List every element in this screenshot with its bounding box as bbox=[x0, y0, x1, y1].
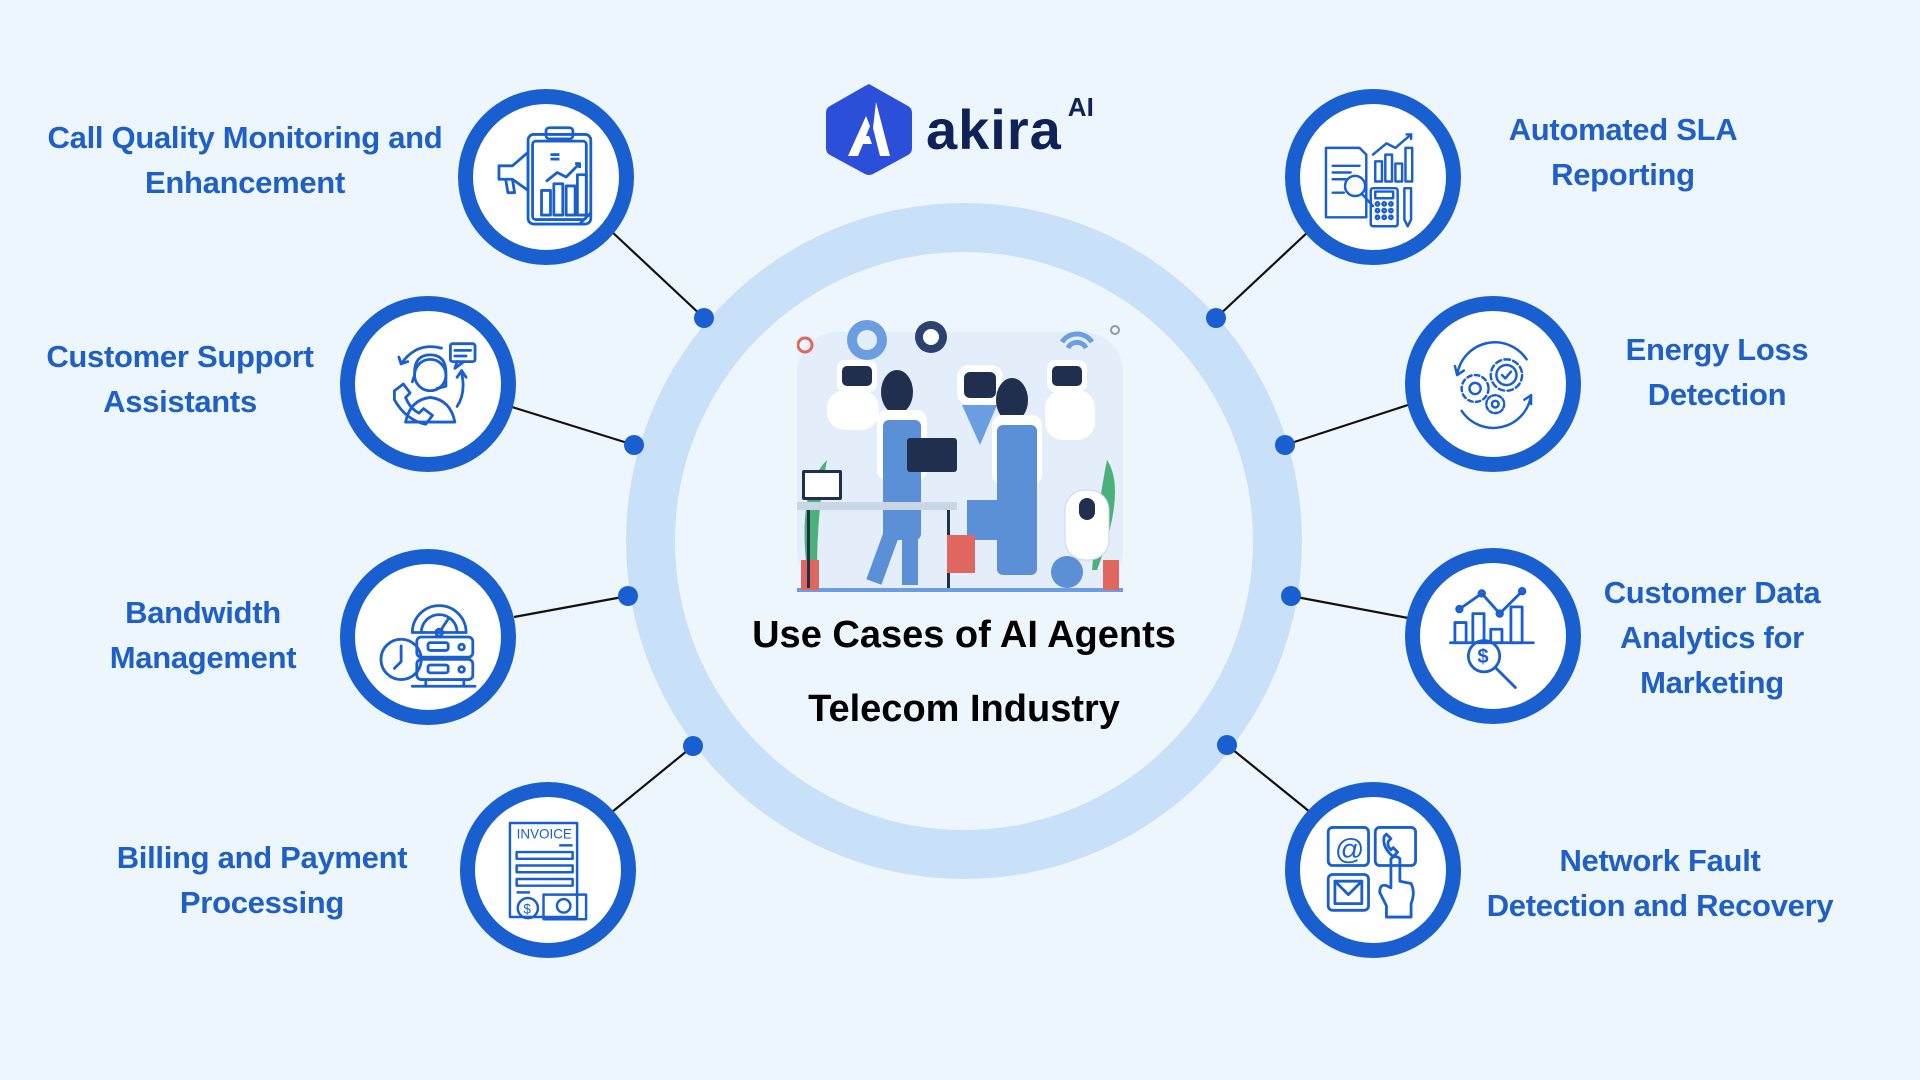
label-line: Billing and Payment bbox=[116, 840, 408, 875]
use-case-label-energy-loss: Energy Loss Detection bbox=[1626, 327, 1809, 417]
label-line: Energy Loss bbox=[1625, 332, 1809, 367]
connector-dot-right-1 bbox=[1206, 308, 1226, 328]
akira-hexagon-logo-icon bbox=[826, 84, 912, 175]
svg-text:$: $ bbox=[523, 902, 531, 917]
label-line: Detection bbox=[1647, 377, 1787, 412]
use-case-icon-customer-analytics: $ bbox=[1405, 548, 1581, 724]
svg-text:INVOICE: INVOICE bbox=[517, 827, 572, 842]
label-line: Enhancement bbox=[145, 165, 345, 200]
label-line: Network Fault bbox=[1559, 843, 1761, 878]
brand-superscript: AI bbox=[1067, 92, 1094, 122]
svg-text:@: @ bbox=[1335, 834, 1365, 866]
use-case-icon-energy-loss bbox=[1405, 296, 1581, 472]
label-line: Analytics for bbox=[1620, 620, 1804, 655]
label-line: Call Quality Monitoring and bbox=[47, 120, 443, 155]
use-case-icon-billing: INVOICE $ bbox=[460, 782, 636, 958]
robots-working-illustration bbox=[796, 310, 1123, 592]
use-case-label-bandwidth: Bandwidth Management bbox=[109, 590, 297, 680]
use-case-label-customer-support: Customer Support Assistants bbox=[46, 334, 314, 424]
label-line: Assistants bbox=[103, 384, 257, 419]
label-line: Reporting bbox=[1551, 157, 1695, 192]
use-case-icon-network-fault: @ bbox=[1285, 782, 1461, 958]
invoice-payment-icon: INVOICE $ bbox=[508, 821, 588, 921]
label-line: Marketing bbox=[1640, 665, 1784, 700]
connector-dot-left-3 bbox=[618, 586, 638, 606]
connector-dot-right-3 bbox=[1281, 586, 1301, 606]
akira-logo: akira AI bbox=[826, 82, 1094, 176]
use-case-label-call-quality: Call Quality Monitoring and Enhancement bbox=[48, 115, 443, 205]
title-line-1: Use Cases of AI Agents bbox=[752, 614, 1176, 656]
label-line: Processing bbox=[179, 885, 345, 920]
connector-dot-left-1 bbox=[694, 308, 714, 328]
connector-dot-left-2 bbox=[624, 435, 644, 455]
use-case-icon-call-quality bbox=[458, 89, 634, 265]
use-case-icon-customer-support bbox=[340, 296, 516, 472]
label-line: Customer Data bbox=[1603, 575, 1821, 610]
svg-text:$: $ bbox=[1477, 646, 1488, 668]
label-line: Management bbox=[109, 640, 297, 675]
analytics-dollar-magnifier-icon: $ bbox=[1449, 587, 1535, 689]
connector-dot-left-4 bbox=[683, 736, 703, 756]
use-case-label-sla-reporting: Automated SLA Reporting bbox=[1509, 107, 1738, 197]
gears-cycle-check-icon bbox=[1453, 341, 1533, 430]
brand-name: akira bbox=[926, 97, 1062, 161]
support-agent-headset-icon bbox=[393, 342, 477, 426]
use-case-label-billing: Billing and Payment Processing bbox=[117, 835, 408, 925]
label-line: Detection and Recovery bbox=[1486, 888, 1834, 923]
use-case-label-customer-analytics: Customer Data Analytics for Marketing bbox=[1604, 570, 1821, 705]
connector-dot-right-4 bbox=[1217, 735, 1237, 755]
clipboard-megaphone-chart-icon bbox=[497, 126, 593, 226]
label-line: Customer Support bbox=[46, 339, 314, 374]
use-case-icon-bandwidth bbox=[340, 549, 516, 725]
label-line: Automated SLA bbox=[1508, 112, 1738, 147]
contact-touch-icon: @ bbox=[1326, 826, 1417, 919]
title-line-2: Telecom Industry bbox=[808, 688, 1120, 730]
connector-dot-right-2 bbox=[1275, 435, 1295, 455]
use-case-icon-sla-reporting bbox=[1285, 89, 1461, 265]
label-line: Bandwidth bbox=[125, 595, 281, 630]
report-calculator-chart-icon bbox=[1324, 133, 1414, 228]
use-case-label-network-fault: Network Fault Detection and Recovery bbox=[1487, 838, 1834, 928]
speedometer-server-clock-icon bbox=[379, 604, 477, 688]
